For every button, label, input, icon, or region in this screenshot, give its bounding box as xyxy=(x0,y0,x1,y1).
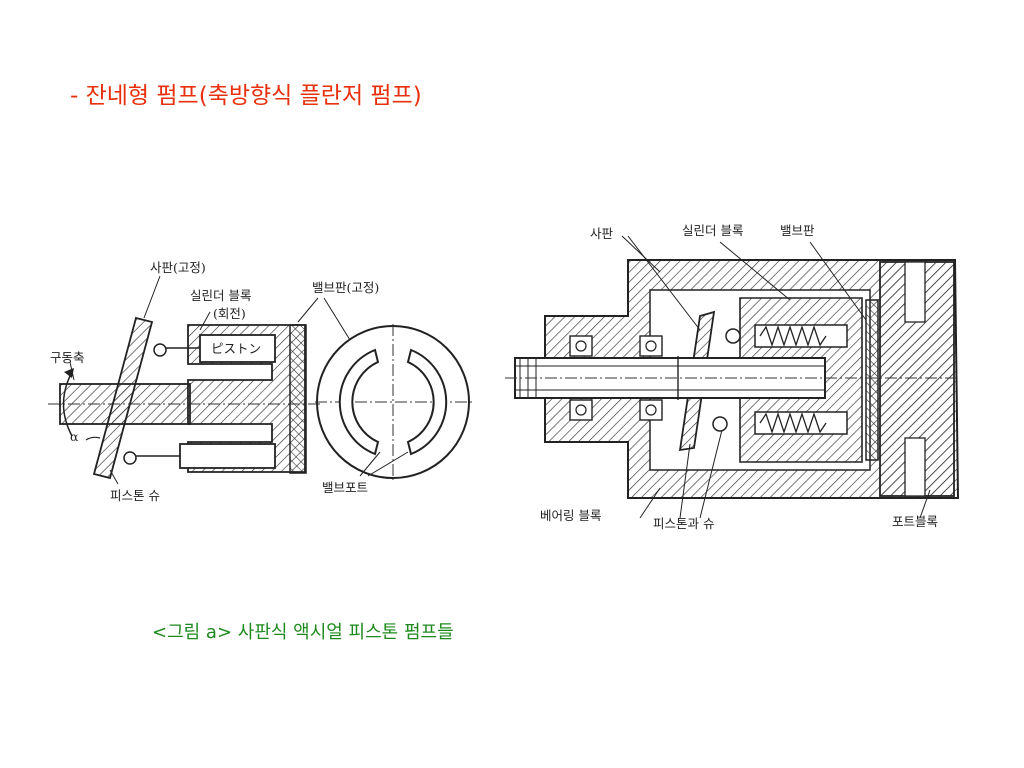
piston-lower xyxy=(179,443,276,469)
figure-caption: <그림 a> 사판식 액시얼 피스톤 펌프들 xyxy=(152,622,454,643)
valve-plate xyxy=(865,299,879,461)
piston-shoe-lower xyxy=(123,451,137,465)
label-bearing-block: 베어링 블록 xyxy=(540,508,601,523)
label-swash-plate: 사판 xyxy=(590,226,614,241)
label-piston-shoe: 피스톤과 슈 xyxy=(653,516,714,531)
label-valve-plate: 밸브판 xyxy=(780,223,815,238)
valve-plate xyxy=(289,324,307,474)
label-valve-port: 밸브포트 xyxy=(322,480,368,495)
label-rotation: (회전) xyxy=(213,306,246,321)
label-cylinder-block: 실린더 블록 xyxy=(682,223,743,238)
piston-shoe-upper xyxy=(153,343,167,357)
label-cylinder-block: 실린더 블록 xyxy=(190,288,251,303)
label-swash-plate: 사판(고정) xyxy=(150,260,206,275)
right-pump-figure: 사판 실린더 블록 밸브판 베어링 블록 피스톤과 슈 포트블록 xyxy=(505,223,960,531)
label-piston-shoe: 피스톤 슈 xyxy=(110,488,160,503)
valve-port-left xyxy=(338,348,380,456)
label-port-block: 포트블록 xyxy=(892,514,938,529)
label-alpha: α xyxy=(70,429,79,444)
label-drive-shaft: 구동축 xyxy=(50,350,85,365)
page-title: - 잔네형 펌프(축방향식 플란저 펌프) xyxy=(70,83,422,109)
valve-port-right xyxy=(406,348,448,456)
rotation-arc xyxy=(62,371,73,437)
left-pump-figure: ピストン 사판(고정) 실린더 블록 (회전) 밸브판(고정) 구동축 α 피 xyxy=(48,260,472,503)
swash-plate xyxy=(92,316,154,480)
piston-label: ピストン xyxy=(211,341,261,356)
label-valve-plate: 밸브판(고정) xyxy=(312,280,379,295)
